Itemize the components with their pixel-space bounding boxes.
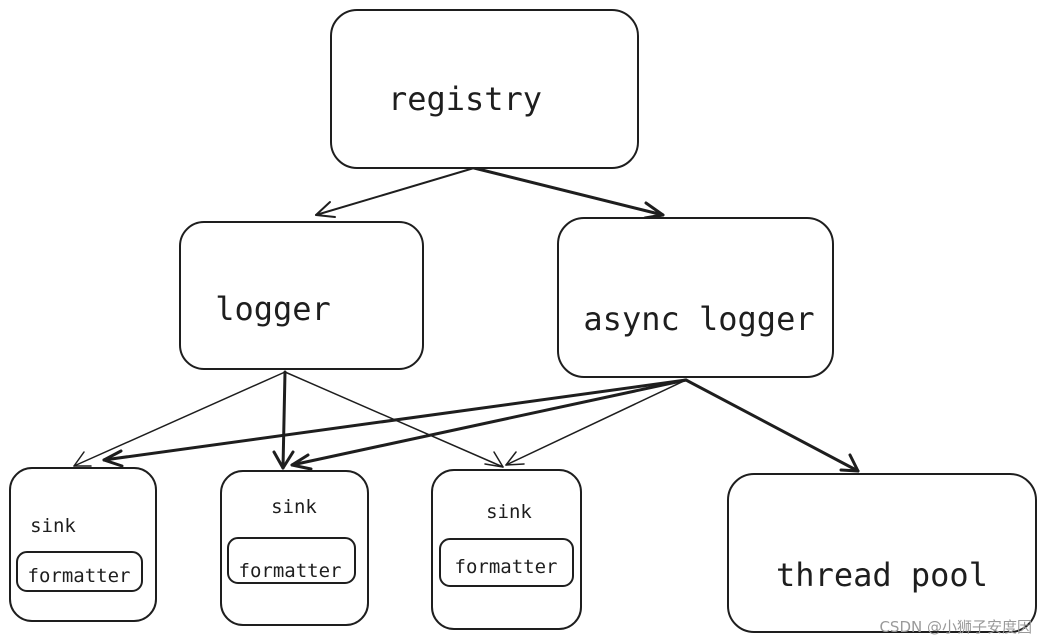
async-logger-label: async logger (583, 300, 814, 338)
formatter-box-3: formatter (439, 538, 574, 587)
edge-registry-logger (315, 167, 475, 218)
thread-pool-label: thread pool (776, 556, 988, 594)
sink-label-1: sink (30, 515, 76, 537)
watermark-text: CSDN @小狮子安度因 (879, 618, 1032, 636)
formatter-box-1: formatter (16, 551, 143, 592)
edge-async-logger-thread-pool (684, 378, 860, 473)
async-logger-node: async logger (557, 217, 834, 378)
logger-node: logger (179, 221, 424, 370)
registry-node: registry (330, 9, 639, 169)
sink-label-2: sink (271, 496, 317, 518)
sink-node-2: sink formatter (220, 470, 369, 626)
edge-registry-async-logger (472, 166, 665, 220)
sink-label-3: sink (486, 501, 532, 523)
sink-node-3: sink formatter (431, 469, 582, 630)
edge-async-logger-sink2 (290, 378, 688, 471)
edge-async-logger-sink3 (505, 379, 687, 466)
edge-async-logger-sink1 (102, 378, 688, 468)
formatter-box-2: formatter (227, 537, 356, 584)
edge-logger-sink1 (73, 371, 286, 467)
logger-label: logger (215, 290, 331, 328)
edge-logger-sink2 (272, 370, 295, 470)
formatter-label-1: formatter (28, 565, 131, 587)
thread-pool-node: thread pool (727, 473, 1037, 633)
formatter-label-2: formatter (239, 560, 342, 582)
formatter-label-3: formatter (455, 556, 558, 578)
registry-label: registry (388, 80, 542, 118)
sink-node-1: sink formatter (9, 467, 157, 622)
